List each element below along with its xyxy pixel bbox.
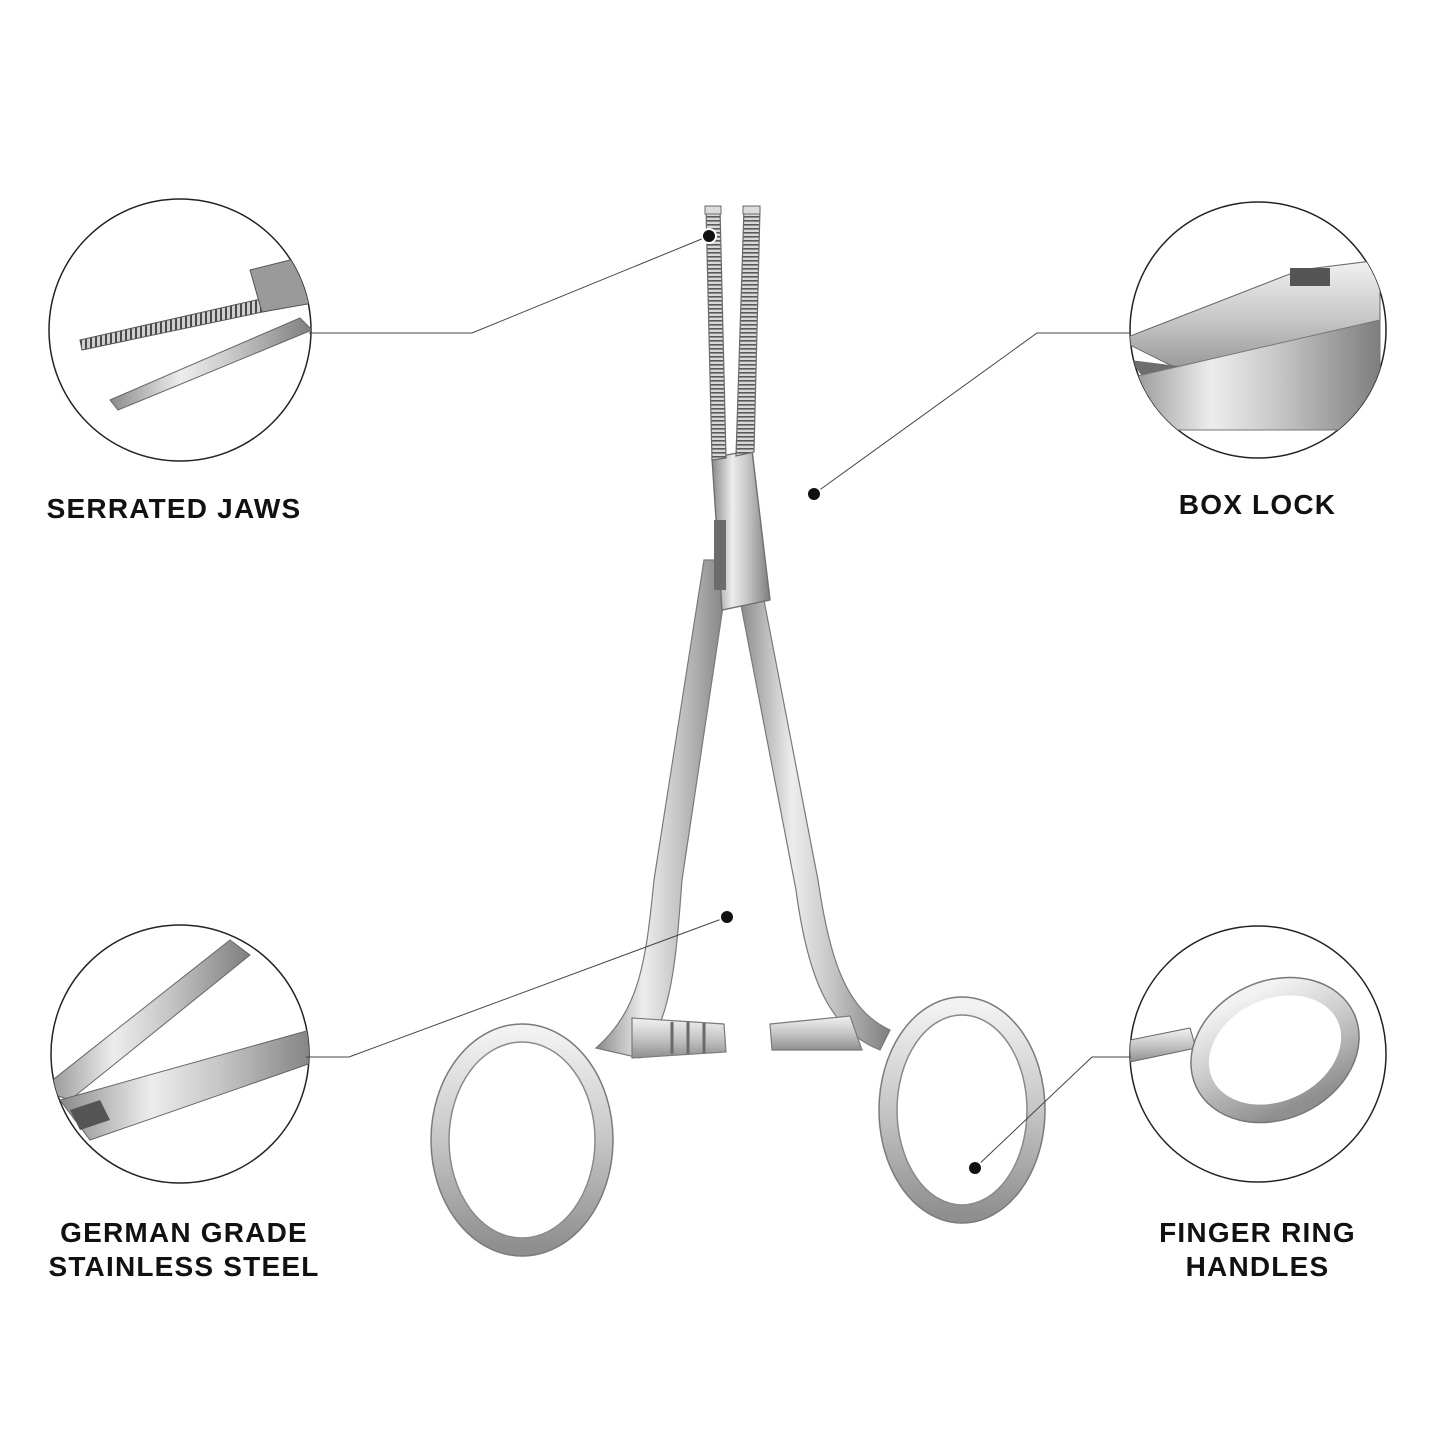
- stainless-steel-label: GERMAN GRADE STAINLESS STEEL: [0, 1216, 368, 1284]
- left-finger-ring: [431, 1024, 613, 1256]
- dot-stainless-steel: [719, 909, 735, 925]
- leader-serrated-jaws: [309, 235, 710, 334]
- right-ratchet: [769, 1015, 863, 1051]
- right-finger-ring: [879, 997, 1045, 1223]
- box-lock-label: BOX LOCK: [1110, 488, 1405, 522]
- serrated-jaws-detail: [48, 198, 312, 462]
- leader-box-lock: [813, 332, 1131, 495]
- left-ratchet: [631, 1017, 727, 1059]
- serrated-jaws-text: SERRATED JAWS: [46, 493, 302, 524]
- leader-lines: [306, 235, 1131, 1169]
- left-jaw: [705, 207, 727, 461]
- right-shank: [739, 589, 891, 1051]
- stainless-steel-detail: [50, 924, 310, 1184]
- box-lock-text: BOX LOCK: [1178, 489, 1337, 520]
- hemostat-illustration: [430, 205, 1046, 1257]
- finger-ring-line1: FINGER RING: [1159, 1217, 1356, 1248]
- stainless-steel-line2: STAINLESS STEEL: [48, 1251, 320, 1282]
- leader-finger-rings: [974, 1056, 1131, 1169]
- dot-serrated-jaws: [701, 228, 717, 244]
- dot-box-lock: [806, 486, 822, 502]
- right-jaw: [735, 207, 761, 457]
- finger-ring-line2: HANDLES: [1185, 1251, 1330, 1282]
- box-lock-detail: [1129, 201, 1387, 459]
- left-shank: [594, 559, 731, 1059]
- leader-stainless-steel: [306, 916, 728, 1058]
- dot-finger-rings: [967, 1160, 983, 1176]
- stainless-steel-line1: GERMAN GRADE: [60, 1217, 308, 1248]
- serrated-jaws-label: SERRATED JAWS: [0, 492, 348, 526]
- finger-ring-label: FINGER RING HANDLES: [1110, 1216, 1405, 1284]
- finger-ring-detail: [1129, 925, 1387, 1183]
